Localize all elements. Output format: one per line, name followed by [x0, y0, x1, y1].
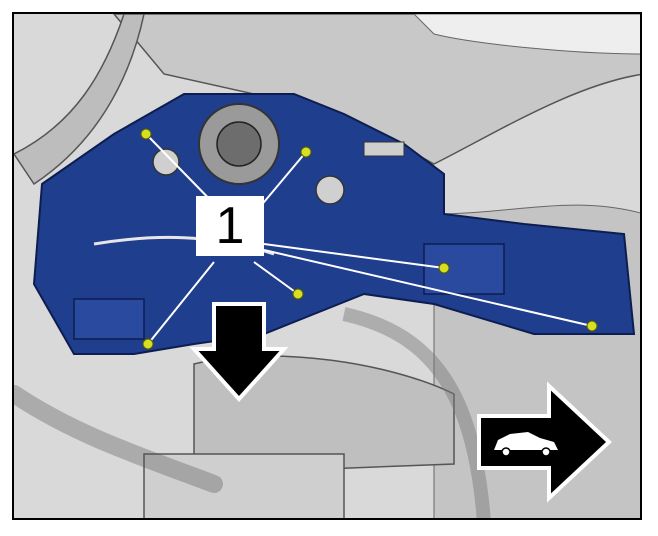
fastener-group [140, 128, 598, 350]
callout-number: 1 [196, 196, 264, 256]
speaker-cone [216, 121, 262, 167]
connector [315, 175, 345, 205]
c-pillar [14, 14, 145, 186]
tweeter [152, 148, 180, 176]
panel-recess [73, 298, 145, 340]
fastener [586, 320, 598, 332]
panel-recess-right [423, 243, 505, 295]
down-arrow-icon [189, 302, 289, 402]
bottom-bracket [143, 453, 345, 518]
fastener [438, 262, 450, 274]
illustration-frame [12, 12, 642, 520]
callout-leaders [145, 133, 593, 345]
car-icon [494, 432, 558, 457]
vehicle-direction-arrow-icon [477, 381, 612, 503]
technical-illustration [14, 14, 640, 518]
roof-liner [413, 14, 640, 55]
fastener [292, 288, 304, 300]
cable-bundle [342, 307, 491, 518]
roof-pillar [113, 14, 640, 165]
clip [363, 141, 405, 157]
fastener [142, 338, 154, 350]
fastener [140, 128, 152, 140]
wiring-harness [14, 385, 223, 493]
fastener [300, 146, 312, 158]
